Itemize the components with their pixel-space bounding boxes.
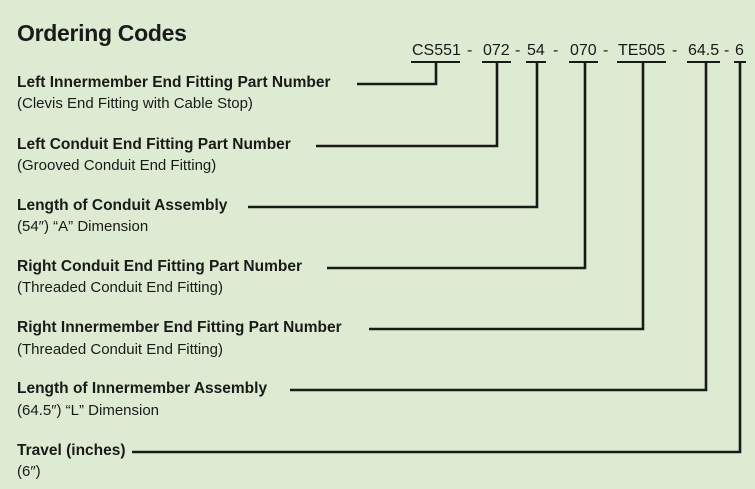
code-segment-left-conduit: 072 bbox=[483, 42, 510, 59]
code-separator: - bbox=[515, 42, 521, 59]
code-separator: - bbox=[553, 42, 559, 59]
leader-line-conduit-length bbox=[248, 62, 539, 209]
code-segment-travel: 6 bbox=[735, 42, 744, 59]
item-desc-left-innermember: (Clevis End Fitting with Cable Stop) bbox=[17, 95, 253, 112]
item-desc-right-conduit: (Threaded Conduit End Fitting) bbox=[17, 279, 223, 296]
code-separator: - bbox=[467, 42, 473, 59]
leader-line-innermember-length bbox=[290, 62, 708, 392]
code-separator: - bbox=[724, 42, 730, 59]
code-segment-right-conduit: 070 bbox=[570, 42, 597, 59]
item-label-left-innermember: Left Innermember End Fitting Part Number bbox=[17, 74, 331, 91]
code-segment-conduit-length: 54 bbox=[527, 42, 545, 59]
item-desc-right-innermember: (Threaded Conduit End Fitting) bbox=[17, 341, 223, 358]
code-segment-innermember-length: 64.5 bbox=[688, 42, 720, 59]
item-label-right-conduit: Right Conduit End Fitting Part Number bbox=[17, 258, 302, 275]
item-label-innermember-length: Length of Innermember Assembly bbox=[17, 380, 268, 397]
leader-line-travel bbox=[132, 62, 742, 454]
leader-line-left-conduit bbox=[316, 62, 499, 148]
item-label-travel: Travel (inches) bbox=[17, 442, 126, 459]
item-desc-innermember-length: (64.5″) “L” Dimension bbox=[17, 402, 160, 419]
leader-line-left-innermember bbox=[357, 62, 438, 86]
item-desc-conduit-length: (54″) “A” Dimension bbox=[17, 218, 149, 235]
leader-line-right-conduit bbox=[327, 62, 587, 270]
item-label-left-conduit: Left Conduit End Fitting Part Number bbox=[17, 136, 291, 153]
item-label-right-innermember: Right Innermember End Fitting Part Numbe… bbox=[17, 319, 342, 336]
leader-line-right-innermember bbox=[369, 62, 645, 331]
item-desc-travel: (6″) bbox=[17, 463, 41, 480]
code-segment-right-innermember: TE505 bbox=[618, 42, 666, 59]
code-separator: - bbox=[672, 42, 678, 59]
diagram-title: Ordering Codes bbox=[17, 20, 187, 46]
code-segment-left-innermember: CS551 bbox=[412, 42, 461, 59]
item-label-conduit-length: Length of Conduit Assembly bbox=[17, 197, 228, 214]
code-separator: - bbox=[603, 42, 609, 59]
item-desc-left-conduit: (Grooved Conduit End Fitting) bbox=[17, 157, 217, 174]
